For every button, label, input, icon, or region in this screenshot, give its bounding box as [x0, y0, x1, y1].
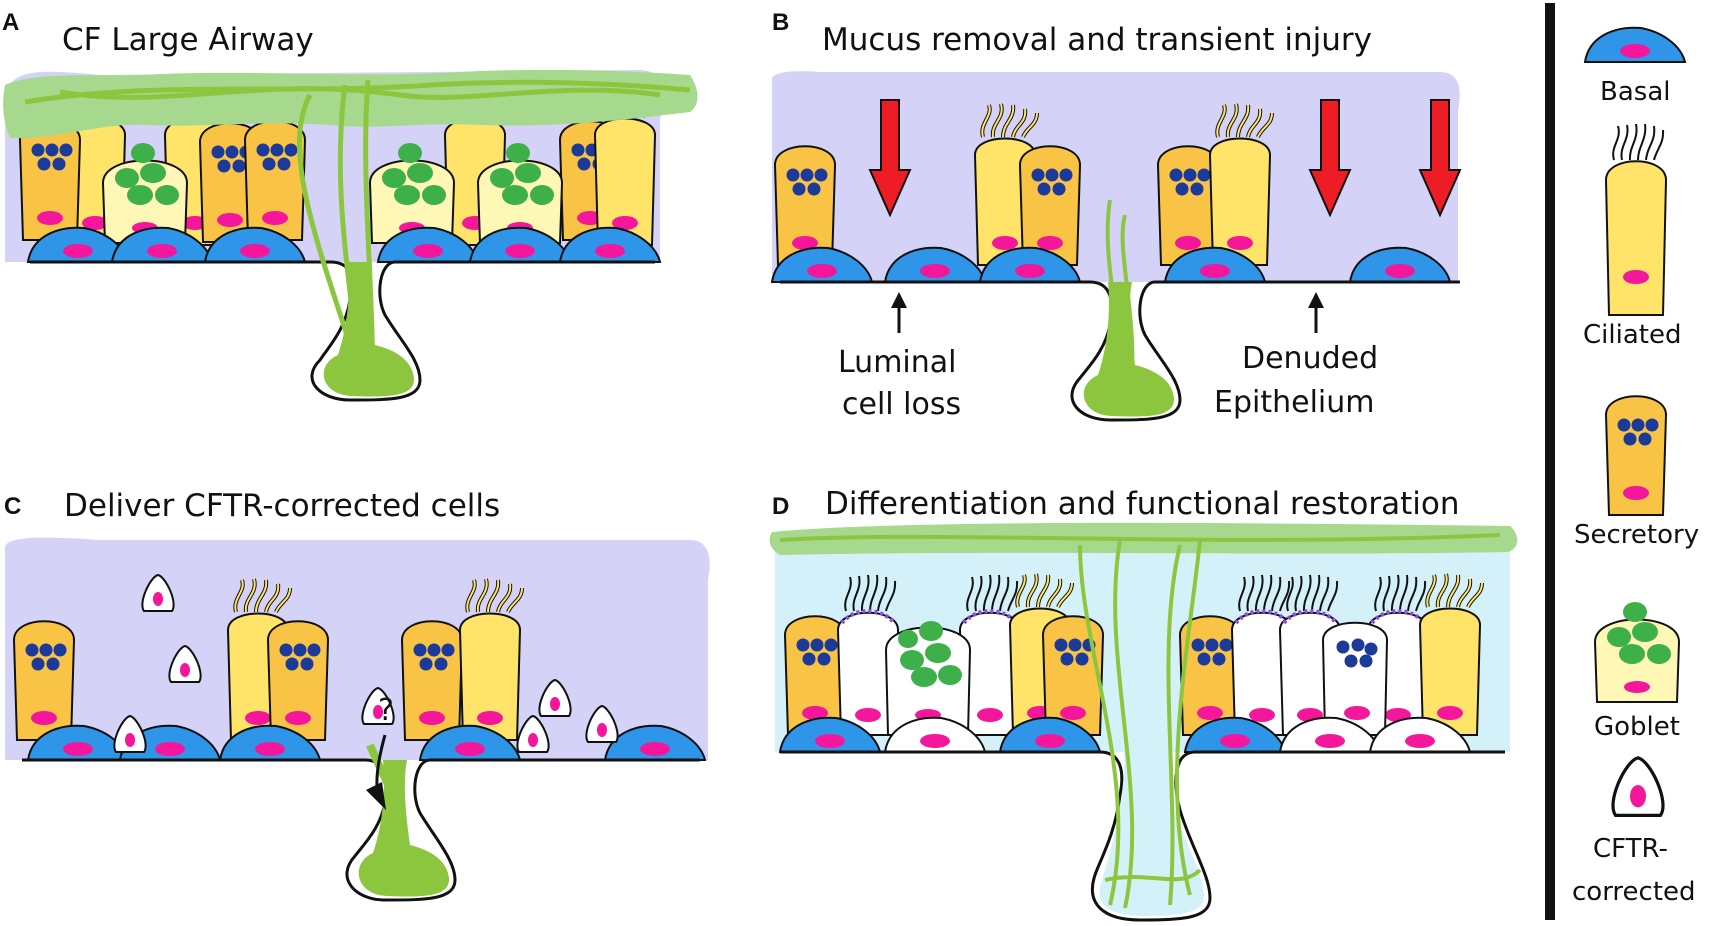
panel-letter-b: B — [772, 9, 789, 36]
question-mark: ? — [378, 693, 394, 728]
panel-title-d: Differentiation and functional restorati… — [825, 486, 1460, 522]
gland-d — [780, 750, 1505, 922]
lumen-c — [5, 537, 710, 760]
panel-title-a: CF Large Airway — [62, 22, 314, 58]
lumen-b — [772, 71, 1460, 282]
panel-d: D Differentiation and functional restora… — [769, 486, 1518, 922]
panel-b: Luminal cell loss Denuded Epithelium B M… — [771, 9, 1461, 422]
panel-title-c: Deliver CFTR-corrected cells — [64, 488, 500, 524]
legend-goblet: Goblet — [1594, 712, 1680, 742]
luminal-loss-line1: Luminal — [838, 345, 957, 380]
panel-c: ? C Deliver CFTR-corrected cells — [4, 488, 710, 902]
mucus-layer-a — [3, 69, 698, 139]
denuded-line2: Epithelium — [1214, 385, 1374, 420]
panel-title-b: Mucus removal and transient injury — [822, 22, 1372, 58]
legend: Basal Ciliated Secretory Goblet CFTR- co… — [1572, 26, 1699, 907]
panel-a: A CF Large Airway — [2, 9, 698, 402]
legend-ciliated: Ciliated — [1583, 320, 1681, 350]
panel-letter-a: A — [2, 9, 19, 36]
panel-letter-d: D — [772, 493, 789, 520]
legend-secretory: Secretory — [1574, 520, 1699, 550]
legend-cftr-line1: CFTR- — [1593, 834, 1668, 864]
cells-d — [779, 574, 1482, 753]
luminal-loss-line2: cell loss — [842, 387, 961, 422]
legend-cftr-icon — [1611, 756, 1665, 818]
legend-basal: Basal — [1600, 77, 1670, 107]
legend-cftr-line2: corrected — [1572, 877, 1696, 907]
legend-basal-icon — [1584, 26, 1686, 63]
panel-letter-c: C — [4, 493, 21, 520]
legend-goblet-icon — [1594, 601, 1680, 703]
legend-divider — [1545, 3, 1555, 920]
legend-ciliated-icon — [1604, 123, 1668, 316]
denuded-line1: Denuded — [1242, 341, 1378, 376]
legend-secretory-icon — [1605, 395, 1667, 516]
